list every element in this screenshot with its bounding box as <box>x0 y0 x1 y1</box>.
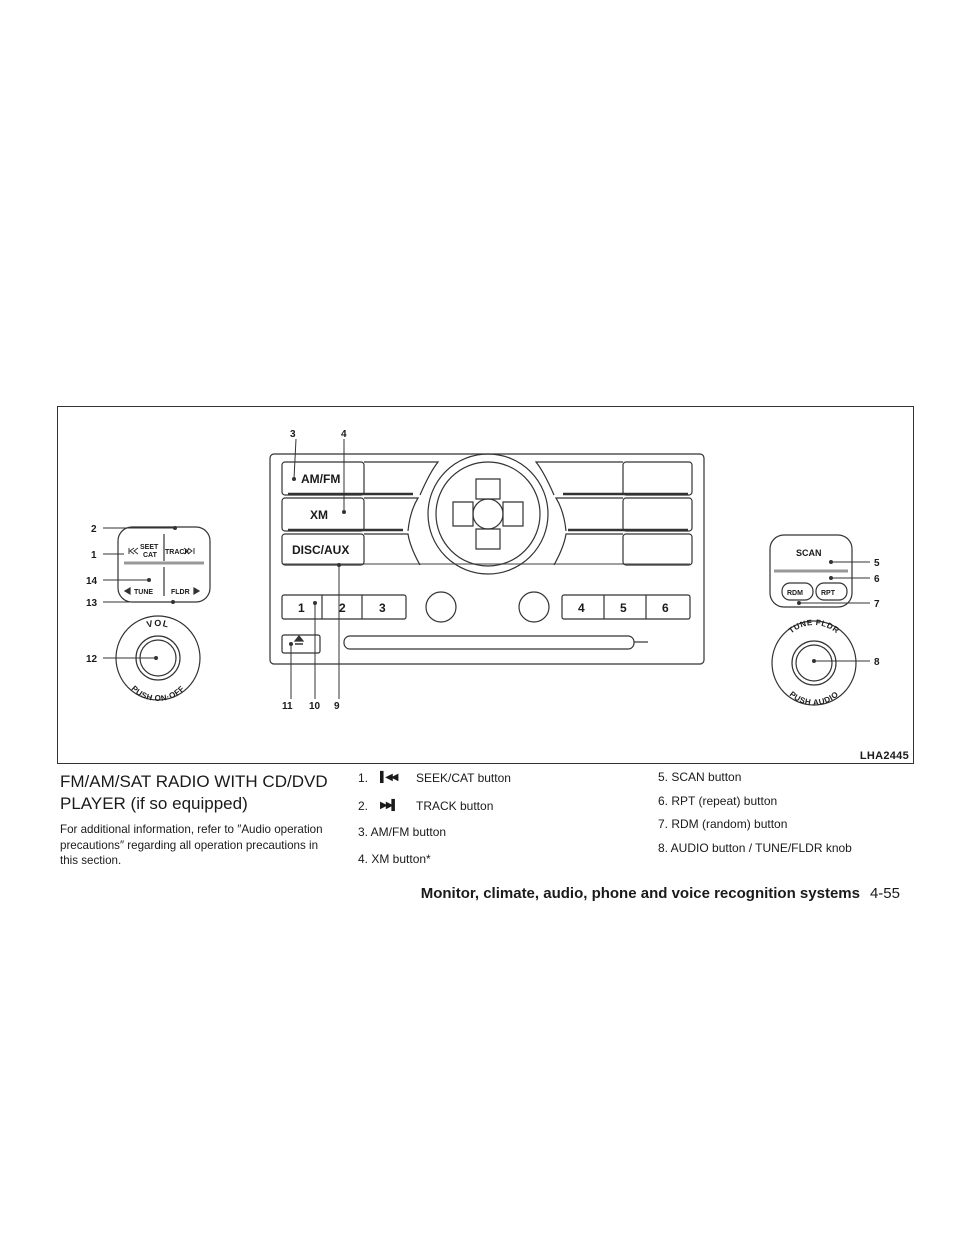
callout-5: 5 <box>874 558 880 569</box>
rpt-label: RPT <box>821 590 836 597</box>
radio-figure: AM/FM XM DISC/AUX 1 2 3 4 5 6 SEET CAT T… <box>57 406 914 764</box>
preset-2: 2 <box>339 601 346 615</box>
rdm-button <box>781 582 814 601</box>
page-number: 4-55 <box>869 885 900 902</box>
push-audio-label: PUSH AUDIO <box>788 690 840 708</box>
audio-knob <box>771 620 857 706</box>
callout-4: 4 <box>341 429 347 440</box>
seek-cat-label-2: CAT <box>143 552 158 559</box>
tune-fldr-knob-label: TUNE FLDR <box>787 618 841 635</box>
footer-section-title: Monitor, climate, audio, phone and voice… <box>420 885 860 902</box>
legend-text: SEEK/CAT button <box>416 771 511 785</box>
disc-aux-button <box>281 533 365 566</box>
legend-item: 5. SCAN button <box>658 770 852 794</box>
legend-item: 4. XM button* <box>358 849 511 876</box>
preset-1: 1 <box>298 601 305 615</box>
knob-left <box>425 591 457 623</box>
svg-text:TUNE FLDR: TUNE FLDR <box>787 618 841 635</box>
eject-button <box>281 634 321 654</box>
preset-3: 3 <box>379 601 386 615</box>
disc-slot <box>343 635 635 650</box>
callout-8: 8 <box>874 657 880 668</box>
legend-number: 2. <box>358 798 369 813</box>
callout-9: 9 <box>334 701 340 712</box>
legend-text: 5. SCAN button <box>658 770 742 784</box>
scan-label: SCAN <box>796 548 822 558</box>
legend-left: 1. ▌◀◀ SEEK/CAT button 2. ▶▶▌ TRACK butt… <box>358 771 511 875</box>
knob-right <box>518 591 550 623</box>
callout-12: 12 <box>86 654 98 665</box>
callout-11: 11 <box>282 701 293 712</box>
legend-text: 4. XM button* <box>358 851 431 866</box>
callout-10: 10 <box>309 701 321 712</box>
callout-14: 14 <box>86 576 98 587</box>
legend-item: 6. RPT (repeat) button <box>658 794 852 818</box>
legend-text: 7. RDM (random) button <box>658 817 788 831</box>
callout-6: 6 <box>874 574 880 585</box>
legend-item: 1. ▌◀◀ SEEK/CAT button <box>358 771 511 795</box>
legend-item: 3. AM/FM button <box>358 822 511 849</box>
legend-text: 3. AM/FM button <box>358 825 447 839</box>
center-button <box>472 498 504 530</box>
rdm-label: RDM <box>787 590 803 597</box>
fldr-label: FLDR <box>171 589 190 596</box>
callout-1: 1 <box>91 550 97 561</box>
xm-label: XM <box>310 508 328 522</box>
preset-5: 5 <box>620 601 627 615</box>
figure-code: LHA2445 <box>859 750 909 762</box>
amfm-label: AM/FM <box>301 472 340 486</box>
callout-3: 3 <box>290 429 296 440</box>
right-pod <box>769 534 853 608</box>
svg-text:VOL: VOL <box>146 618 171 630</box>
tune-label: TUNE <box>134 589 153 596</box>
callout-13: 13 <box>86 598 98 609</box>
legend-item: 2. ▶▶▌ TRACK button <box>358 795 511 823</box>
center-dial <box>427 453 549 575</box>
svg-text:PUSH AUDIO: PUSH AUDIO <box>788 690 841 708</box>
svg-text:PUSH ON·OFF: PUSH ON·OFF <box>130 684 187 703</box>
track-label: TRACK <box>165 549 190 556</box>
legend-item: 8. AUDIO button / TUNE/FLDR knob <box>658 841 852 865</box>
disc-aux-label: DISC/AUX <box>292 543 349 557</box>
track-forward-icon: ▶▶▌ <box>380 799 398 811</box>
legend-right: 5. SCAN button 6. RPT (repeat) button 7.… <box>658 770 852 864</box>
preset-6: 6 <box>662 601 669 615</box>
legend-text: TRACK button <box>416 798 494 813</box>
callout-7: 7 <box>874 599 880 610</box>
legend-text: 8. AUDIO button / TUNE/FLDR knob <box>658 840 852 855</box>
page-footer: Monitor, climate, audio, phone and voice… <box>421 885 900 902</box>
seek-back-icon: ▌◀◀ <box>380 772 398 783</box>
legend-text: 6. RPT (repeat) button <box>658 793 778 808</box>
seek-cat-label-1: SEET <box>140 544 159 551</box>
legend-number: 1. <box>358 771 369 785</box>
push-onoff-label: PUSH ON·OFF <box>130 684 186 703</box>
callout-2: 2 <box>91 524 97 535</box>
section-heading: FM/AM/SAT RADIO WITH CD/DVD PLAYER (if s… <box>60 772 328 813</box>
rpt-button <box>815 582 848 601</box>
legend-item: 7. RDM (random) button <box>658 817 852 841</box>
radio-diagram: AM/FM XM DISC/AUX 1 2 3 4 5 6 SEET CAT T… <box>86 429 880 712</box>
preset-4: 4 <box>578 601 585 615</box>
intro-paragraph: For additional information, refer to ″Au… <box>60 823 323 867</box>
vol-knob-label: VOL <box>146 618 170 630</box>
